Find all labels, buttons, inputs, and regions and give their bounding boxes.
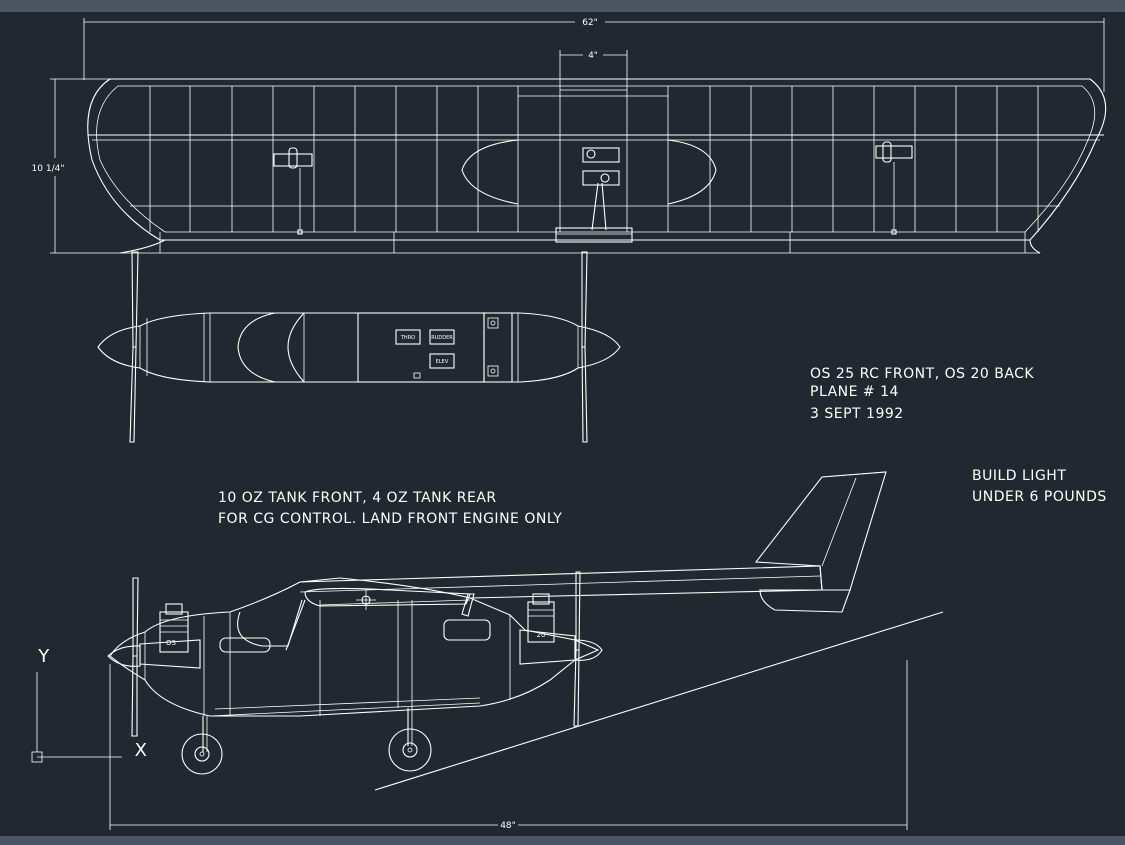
rear-engine: 20 bbox=[519, 593, 576, 665]
dim-chord-label: 10 1/4" bbox=[32, 164, 65, 174]
front-spinner bbox=[107, 645, 141, 667]
side-view: OS 20 bbox=[107, 471, 887, 775]
front-engine-label: OS bbox=[166, 639, 177, 647]
rear-spinner bbox=[574, 639, 603, 661]
dim-wingspan-label: 62" bbox=[582, 18, 598, 28]
ucs-x-label: X bbox=[135, 740, 148, 761]
dimension-length: 48" bbox=[109, 660, 908, 831]
front-propeller-top bbox=[129, 251, 139, 443]
note-engines: OS 25 RC FRONT, OS 20 BACK bbox=[810, 366, 1034, 382]
elev-servo-box bbox=[429, 353, 455, 369]
wing-servo-right bbox=[875, 141, 913, 235]
drawing-canvas[interactable]: 62" 4" 10 1/4" THRO RUDDER bbox=[0, 12, 1125, 836]
dimension-center: 4" bbox=[559, 50, 628, 86]
main-gear-front bbox=[181, 716, 223, 775]
dimension-wingspan: 62" bbox=[83, 18, 1105, 92]
note-build-line1: BUILD LIGHT bbox=[972, 468, 1066, 484]
rear-propeller-top bbox=[581, 251, 588, 443]
front-engine: OS bbox=[139, 603, 201, 669]
wing-top-view bbox=[87, 78, 1107, 254]
note-tank-line2: FOR CG CONTROL. LAND FRONT ENGINE ONLY bbox=[218, 511, 562, 527]
cad-drawing: 62" 4" 10 1/4" THRO RUDDER bbox=[31, 18, 1107, 831]
note-date: 3 SEPT 1992 bbox=[810, 406, 904, 422]
dim-length-label: 48" bbox=[500, 821, 516, 831]
fuselage-top-view: THRO RUDDER ELEV bbox=[97, 251, 621, 443]
rudder-label: RUDDER bbox=[431, 335, 453, 341]
thro-label: THRO bbox=[400, 335, 415, 341]
notes: OS 25 RC FRONT, OS 20 BACK PLANE # 14 3 … bbox=[218, 366, 1107, 527]
ground-angle-line bbox=[374, 611, 944, 791]
viewport-bottom-border bbox=[0, 836, 1125, 845]
wing-servo-left bbox=[273, 147, 313, 235]
elev-label: ELEV bbox=[436, 359, 449, 365]
main-gear-rear bbox=[388, 708, 432, 772]
viewport-top-border bbox=[0, 0, 1125, 12]
thro-servo-box bbox=[395, 329, 421, 345]
wing-servo-center bbox=[582, 147, 620, 231]
rudder-servo-box bbox=[429, 329, 455, 345]
note-tank-line1: 10 OZ TANK FRONT, 4 OZ TANK REAR bbox=[218, 490, 497, 506]
front-propeller-side bbox=[131, 577, 139, 737]
ucs-icon: Y X bbox=[31, 646, 148, 763]
ucs-y-label: Y bbox=[37, 646, 50, 667]
dim-center-label: 4" bbox=[588, 51, 598, 61]
note-plane-number: PLANE # 14 bbox=[810, 384, 899, 400]
rear-engine-label: 20 bbox=[537, 631, 546, 639]
dimension-chord: 10 1/4" bbox=[32, 78, 122, 254]
note-build-line2: UNDER 6 POUNDS bbox=[972, 489, 1107, 505]
